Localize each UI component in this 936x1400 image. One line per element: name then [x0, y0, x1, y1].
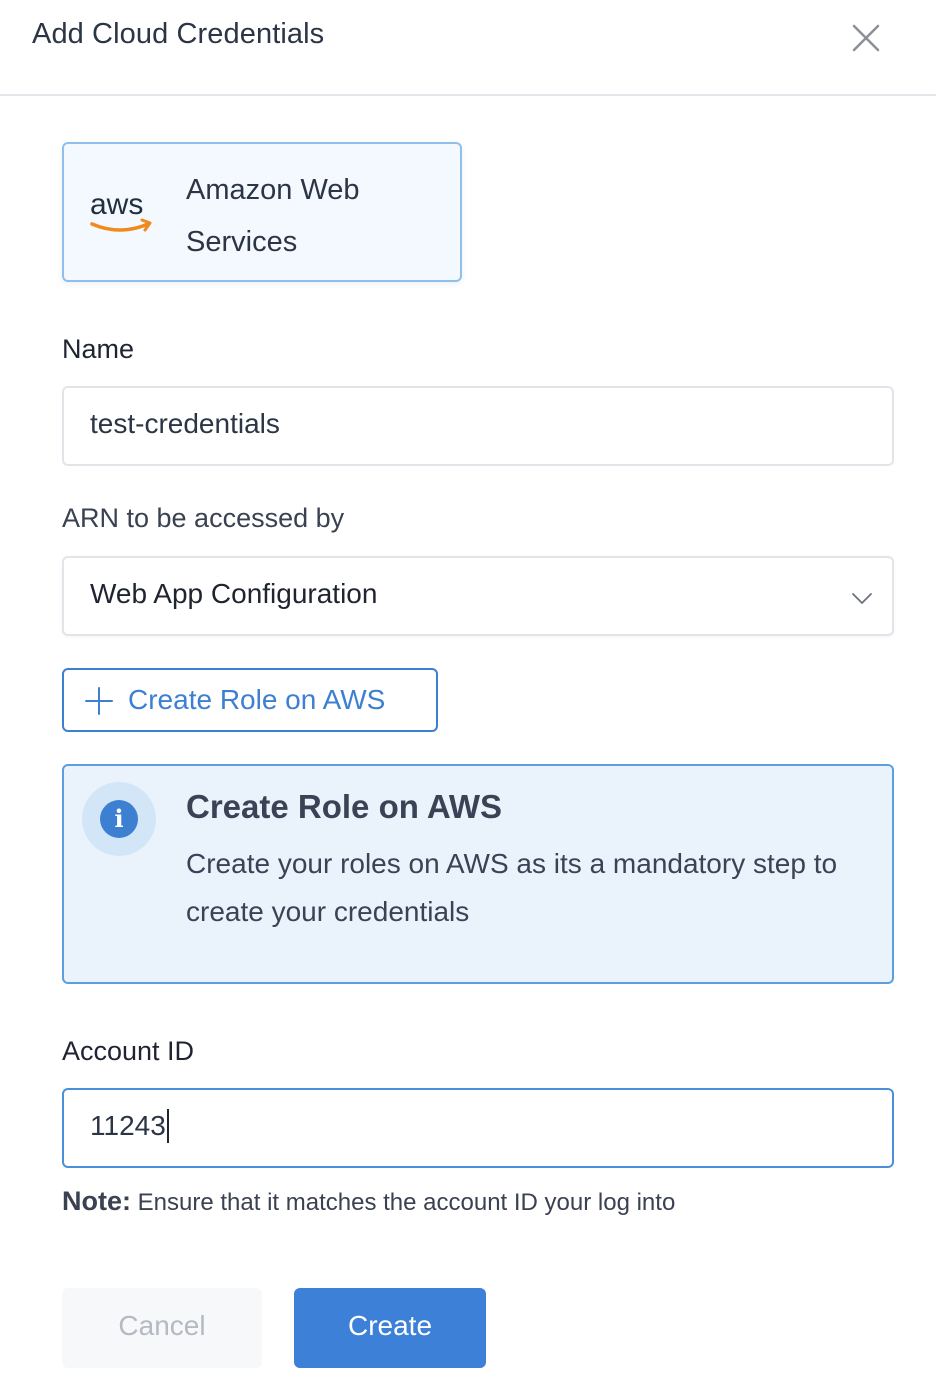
create-role-button-label: Create Role on AWS: [128, 684, 386, 715]
info-body: Create your roles on AWS as its a mandat…: [186, 848, 838, 927]
name-input[interactable]: test-credentials: [62, 386, 894, 466]
aws-logo-icon: aws: [90, 188, 152, 232]
provider-name: Amazon Web Services: [186, 174, 360, 258]
info-box: i Create Role on AWS Create your roles o…: [62, 764, 894, 984]
account-id-label: Account ID: [62, 1036, 195, 1066]
note: Note: Ensure that it matches the account…: [62, 1186, 675, 1217]
create-button[interactable]: Create: [294, 1288, 486, 1368]
name-input-value: test-credentials: [90, 408, 280, 439]
arn-label: ARN to be accessed by: [62, 503, 345, 533]
account-id-input-wrap: 11243: [90, 1108, 169, 1143]
create-role-button[interactable]: Create Role on AWS: [62, 668, 438, 732]
account-id-input[interactable]: 11243: [62, 1088, 894, 1168]
text-cursor: [166, 1108, 169, 1143]
note-text: Ensure that it matches the account ID yo…: [137, 1189, 676, 1216]
account-id-input-value: 11243: [90, 1110, 166, 1141]
provider-card-aws[interactable]: aws Amazon Web Services: [62, 142, 462, 282]
name-label: Name: [62, 334, 135, 364]
chevron-down-icon: [852, 593, 872, 604]
cancel-button[interactable]: Cancel: [62, 1288, 262, 1368]
dialog-header: Add Cloud Credentials: [0, 0, 936, 96]
info-icon: i: [82, 782, 156, 856]
aws-logo-text: aws: [90, 188, 143, 221]
close-button[interactable]: [846, 18, 886, 58]
info-title: Create Role on AWS: [186, 788, 502, 825]
plus-icon: [85, 687, 113, 715]
arn-select[interactable]: Web App Configuration: [62, 556, 894, 636]
close-icon: [852, 24, 880, 52]
dialog-title: Add Cloud Credentials: [32, 18, 325, 50]
arn-select-value: Web App Configuration: [90, 578, 378, 609]
create-button-label: Create: [347, 1310, 433, 1341]
cancel-button-label: Cancel: [118, 1310, 206, 1341]
note-prefix: Note:: [62, 1186, 131, 1216]
